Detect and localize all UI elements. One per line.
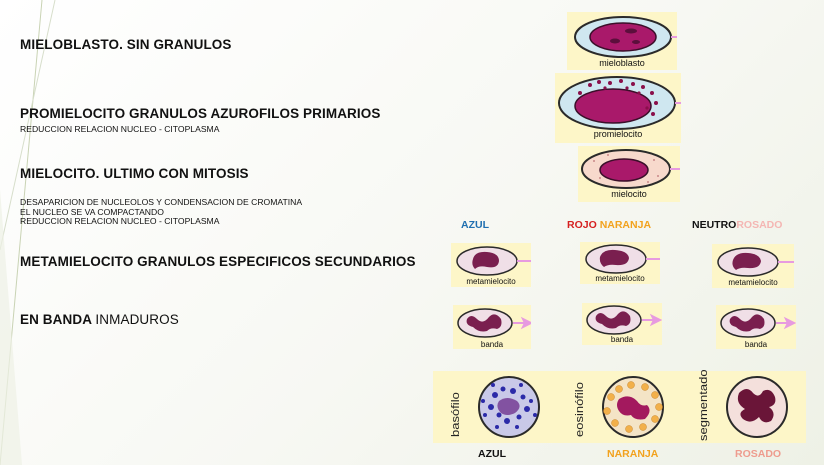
cell-label: mieloblasto [599, 58, 645, 68]
cell-label: eosinófilo [573, 382, 586, 437]
banda-neutrophil-cell-image: banda [716, 305, 796, 349]
cell-label: segmentado [697, 369, 710, 441]
cell-label: basófilo [449, 392, 462, 437]
mielocito-cell-image: mielocito [578, 146, 680, 202]
cell-label: promielocito [593, 129, 643, 139]
cell-label: metamielocito [466, 277, 516, 286]
stage-title-mieloblasto: MIELOBLASTO. SIN GRANULOS [20, 37, 232, 52]
cell-label: banda [744, 340, 768, 349]
cell-label: metamielocito [595, 274, 645, 283]
banda-eosinophil-cell-image: banda [582, 303, 662, 345]
stage-note: REDUCCION RELACION NUCLEO - CITOPLASMA [20, 124, 220, 134]
stage-note: REDUCCION RELACION NUCLEO - CITOPLASMA [20, 216, 220, 226]
stage-title-mielocito: MIELOCITO. ULTIMO CON MITOSIS [20, 166, 249, 181]
banda-basophil-cell-image: banda [453, 305, 531, 349]
metamielocito-basophil-cell-image: metamielocito [451, 243, 531, 287]
column-header-neutro-rosado: NEUTROROSADO [692, 219, 783, 231]
mature-cells-panel: basófilo eosinófilo segmentado [433, 369, 806, 443]
cell-label: banda [480, 340, 504, 349]
bottom-label-naranja: NARANJA [607, 448, 659, 460]
cell-label: mielocito [611, 189, 647, 199]
metamielocito-neutrophil-cell-image: metamielocito [712, 244, 794, 288]
bottom-label-rosado: ROSADO [735, 448, 782, 460]
stage-note: EL NUCLEO SE VA COMPACTANDO [20, 207, 164, 217]
column-header-azul: AZUL [461, 219, 489, 231]
stage-title-banda: EN BANDA INMADUROS [20, 312, 179, 327]
stage-note: DESAPARICION DE NUCLEOLOS Y CONDENSACION… [20, 197, 303, 207]
column-header-rojo-naranja: ROJO NARANJA [567, 219, 652, 231]
stage-title-promielocito: PROMIELOCITO GRANULOS AZUROFILOS PRIMARI… [20, 106, 381, 121]
mieloblasto-cell-image: mieloblasto [567, 12, 677, 70]
metamielocito-eosinophil-cell-image: metamielocito [580, 242, 660, 284]
stage-title-metamielocito: METAMIELOCITO GRANULOS ESPECIFICOS SECUN… [20, 254, 416, 269]
cell-label: banda [610, 335, 634, 344]
bottom-label-azul: AZUL [478, 448, 506, 460]
promielocito-cell-image: promielocito [555, 73, 681, 143]
cell-label: metamielocito [728, 278, 778, 287]
